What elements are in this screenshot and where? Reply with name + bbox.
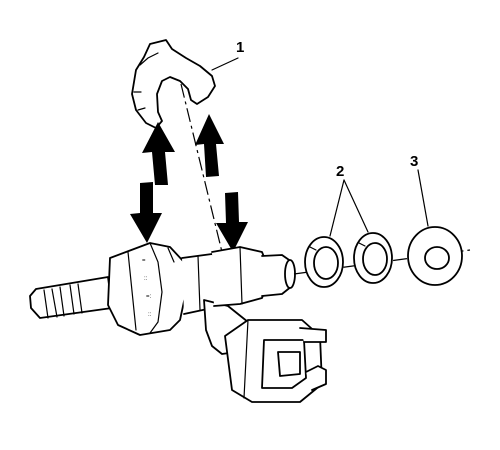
retaining-clip (131, 39, 216, 129)
arrow-up-icon (195, 114, 224, 177)
svg-text:=:: =: (146, 294, 152, 300)
callout-1-label: 1 (236, 39, 244, 56)
arrow-down-icon (130, 182, 162, 243)
callout-2-label: 2 (336, 163, 344, 180)
o-ring-seal (304, 236, 344, 288)
arrow-down-icon (216, 192, 248, 252)
o-ring-seal (353, 232, 393, 284)
callout-2-leader-b (343, 179, 369, 233)
callout-3-leader (417, 169, 429, 227)
arrow-up-icon (142, 122, 175, 185)
fuel-injector: = :: =: :: (29, 242, 296, 355)
svg-text:=: = (142, 258, 146, 264)
svg-text:::: :: (144, 276, 148, 282)
electrical-connector (224, 319, 327, 403)
callout-2-leader-a (329, 179, 345, 237)
callout-3-label: 3 (410, 153, 418, 170)
callout-1-leader (211, 57, 239, 71)
svg-text:::: :: (148, 312, 152, 318)
washer (407, 226, 463, 286)
clip-center-line (180, 83, 223, 253)
